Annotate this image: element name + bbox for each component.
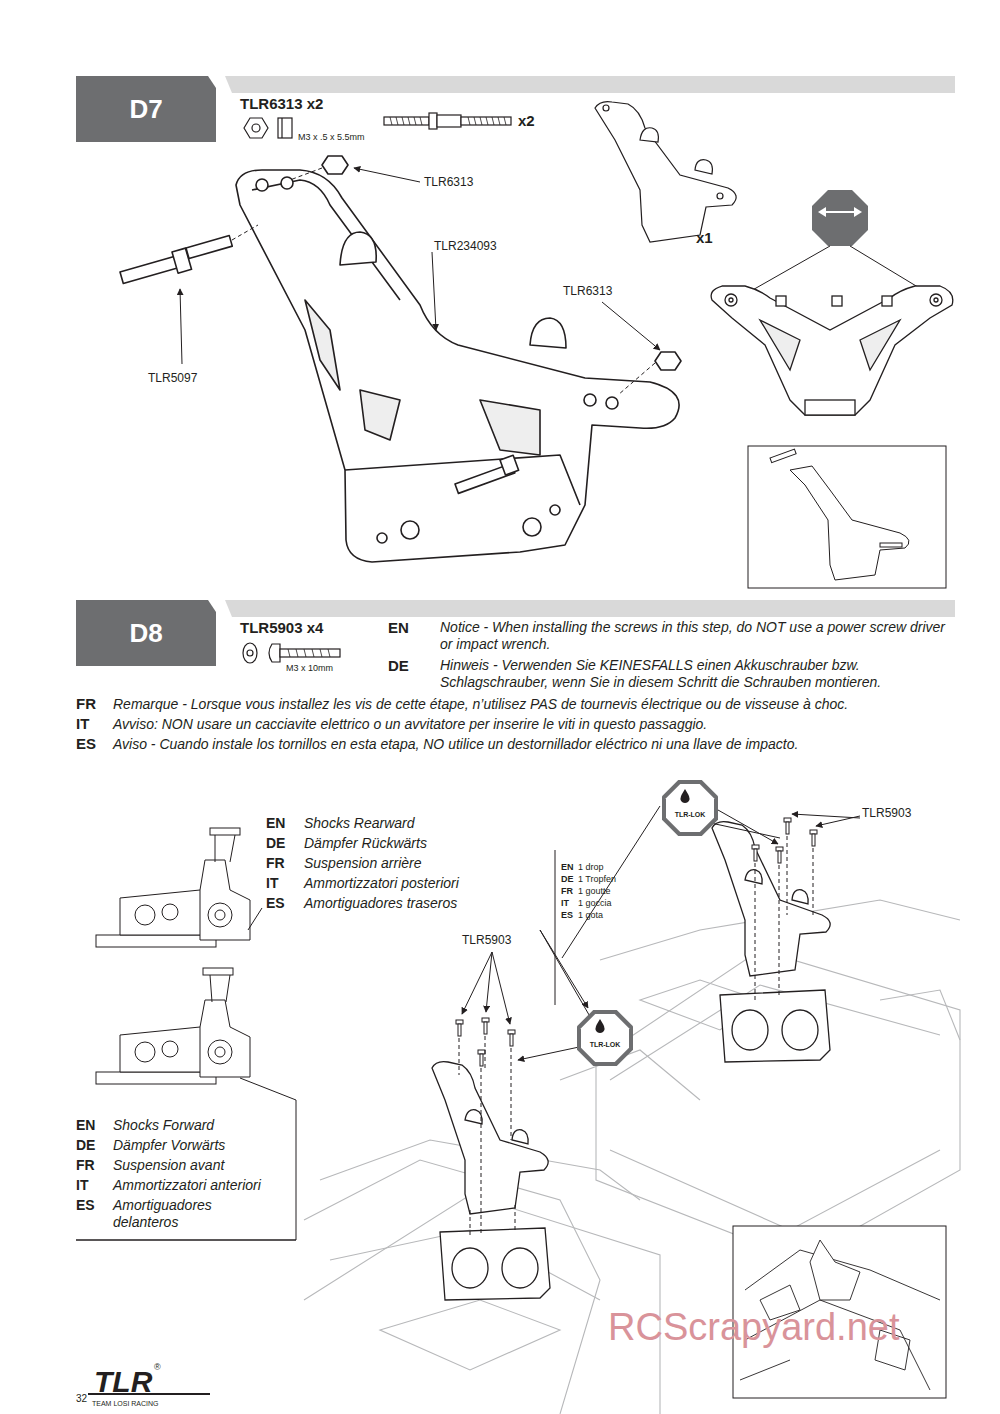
- language-code: EN: [266, 815, 285, 832]
- language-code: ES: [76, 735, 96, 753]
- step-banner: D7: [76, 76, 216, 142]
- step-number: D7: [129, 94, 162, 125]
- caption-text: Shocks Forward: [113, 1117, 214, 1134]
- caption-text: Suspension avant: [113, 1157, 224, 1174]
- caption-text: Amortiguadores traseros: [304, 895, 457, 912]
- part-number: TLR6313: [424, 175, 473, 189]
- language-code: FR: [76, 695, 96, 713]
- notice-text: Avviso: NON usare un cacciavite elettric…: [113, 716, 983, 733]
- step-number: D8: [129, 618, 162, 649]
- part-number: TLR5903 x4: [240, 619, 323, 637]
- drop-note: 1 goutte: [578, 886, 611, 897]
- caption-text: Ammortizzatori anteriori: [113, 1177, 261, 1194]
- language-code: EN: [388, 619, 409, 637]
- quantity: x2: [518, 112, 535, 130]
- language-code: DE: [561, 874, 574, 885]
- part-number: TLR234093: [434, 239, 497, 253]
- language-code: FR: [561, 886, 573, 897]
- part-number: TLR6313 x2: [240, 95, 323, 113]
- page-number: 32: [76, 1393, 87, 1405]
- threadlock-label: TLR-LOK: [590, 1041, 621, 1048]
- watermark: RCScrapyard.net: [608, 1305, 899, 1351]
- language-code: FR: [266, 855, 285, 872]
- language-code: IT: [266, 875, 278, 892]
- octagon-shape: [577, 1010, 633, 1066]
- part-number: TLR5903: [462, 933, 511, 947]
- language-code: ES: [561, 910, 573, 921]
- drop-note: 1 goccia: [578, 898, 612, 909]
- caption-text: Ammortizzatori posteriori: [304, 875, 459, 892]
- language-code: ES: [266, 895, 285, 912]
- language-code: IT: [76, 715, 89, 733]
- caption-text: Shocks Rearward: [304, 815, 415, 832]
- notice-text: Hinweis - Verwenden Sie KEINESFALLS eine…: [440, 657, 950, 691]
- language-code: ES: [76, 1197, 95, 1214]
- language-code: DE: [266, 835, 285, 852]
- caption-text: Dämpfer Vorwärts: [113, 1137, 225, 1154]
- step-banner: D8: [76, 600, 216, 666]
- threadlock-label: TLR-LOK: [675, 811, 706, 818]
- notice-text: Notice - When installing the screws in t…: [440, 619, 950, 653]
- drop-note: 1 drop: [578, 862, 604, 873]
- quantity: x1: [696, 229, 713, 247]
- language-code: EN: [561, 862, 574, 873]
- part-number: TLR6313: [563, 284, 612, 298]
- language-code: FR: [76, 1157, 95, 1174]
- trademark: ®: [154, 1362, 161, 1373]
- dimension: M3 x .5 x 5.5mm: [298, 132, 365, 143]
- threadlock-octagon: TLR-LOK: [662, 780, 718, 836]
- part-number: TLR5903: [862, 806, 911, 820]
- drop-note: 1 Tropfen: [578, 874, 616, 885]
- octagon-shape: [662, 780, 718, 836]
- drop-note: 1 gota: [578, 910, 603, 921]
- caption-text: Suspension arrière: [304, 855, 422, 872]
- brand-logo: TLR: [94, 1364, 152, 1400]
- language-code: EN: [76, 1117, 95, 1134]
- language-code: DE: [388, 657, 409, 675]
- dimension: M3 x 10mm: [286, 663, 333, 674]
- notice-text: Remarque - Lorsque vous installez les vi…: [113, 696, 983, 713]
- caption-text: Dämpfer Rückwärts: [304, 835, 427, 852]
- notice-text: Aviso - Cuando instale los tornillos en …: [113, 736, 983, 753]
- brand-name: TEAM LOSI RACING: [92, 1400, 159, 1408]
- caption-text: Amortiguadores delanteros: [113, 1197, 243, 1231]
- language-code: IT: [561, 898, 569, 909]
- language-code: DE: [76, 1137, 95, 1154]
- language-code: IT: [76, 1177, 88, 1194]
- threadlock-octagon: TLR-LOK: [577, 1010, 633, 1066]
- part-number: TLR5097: [148, 371, 197, 385]
